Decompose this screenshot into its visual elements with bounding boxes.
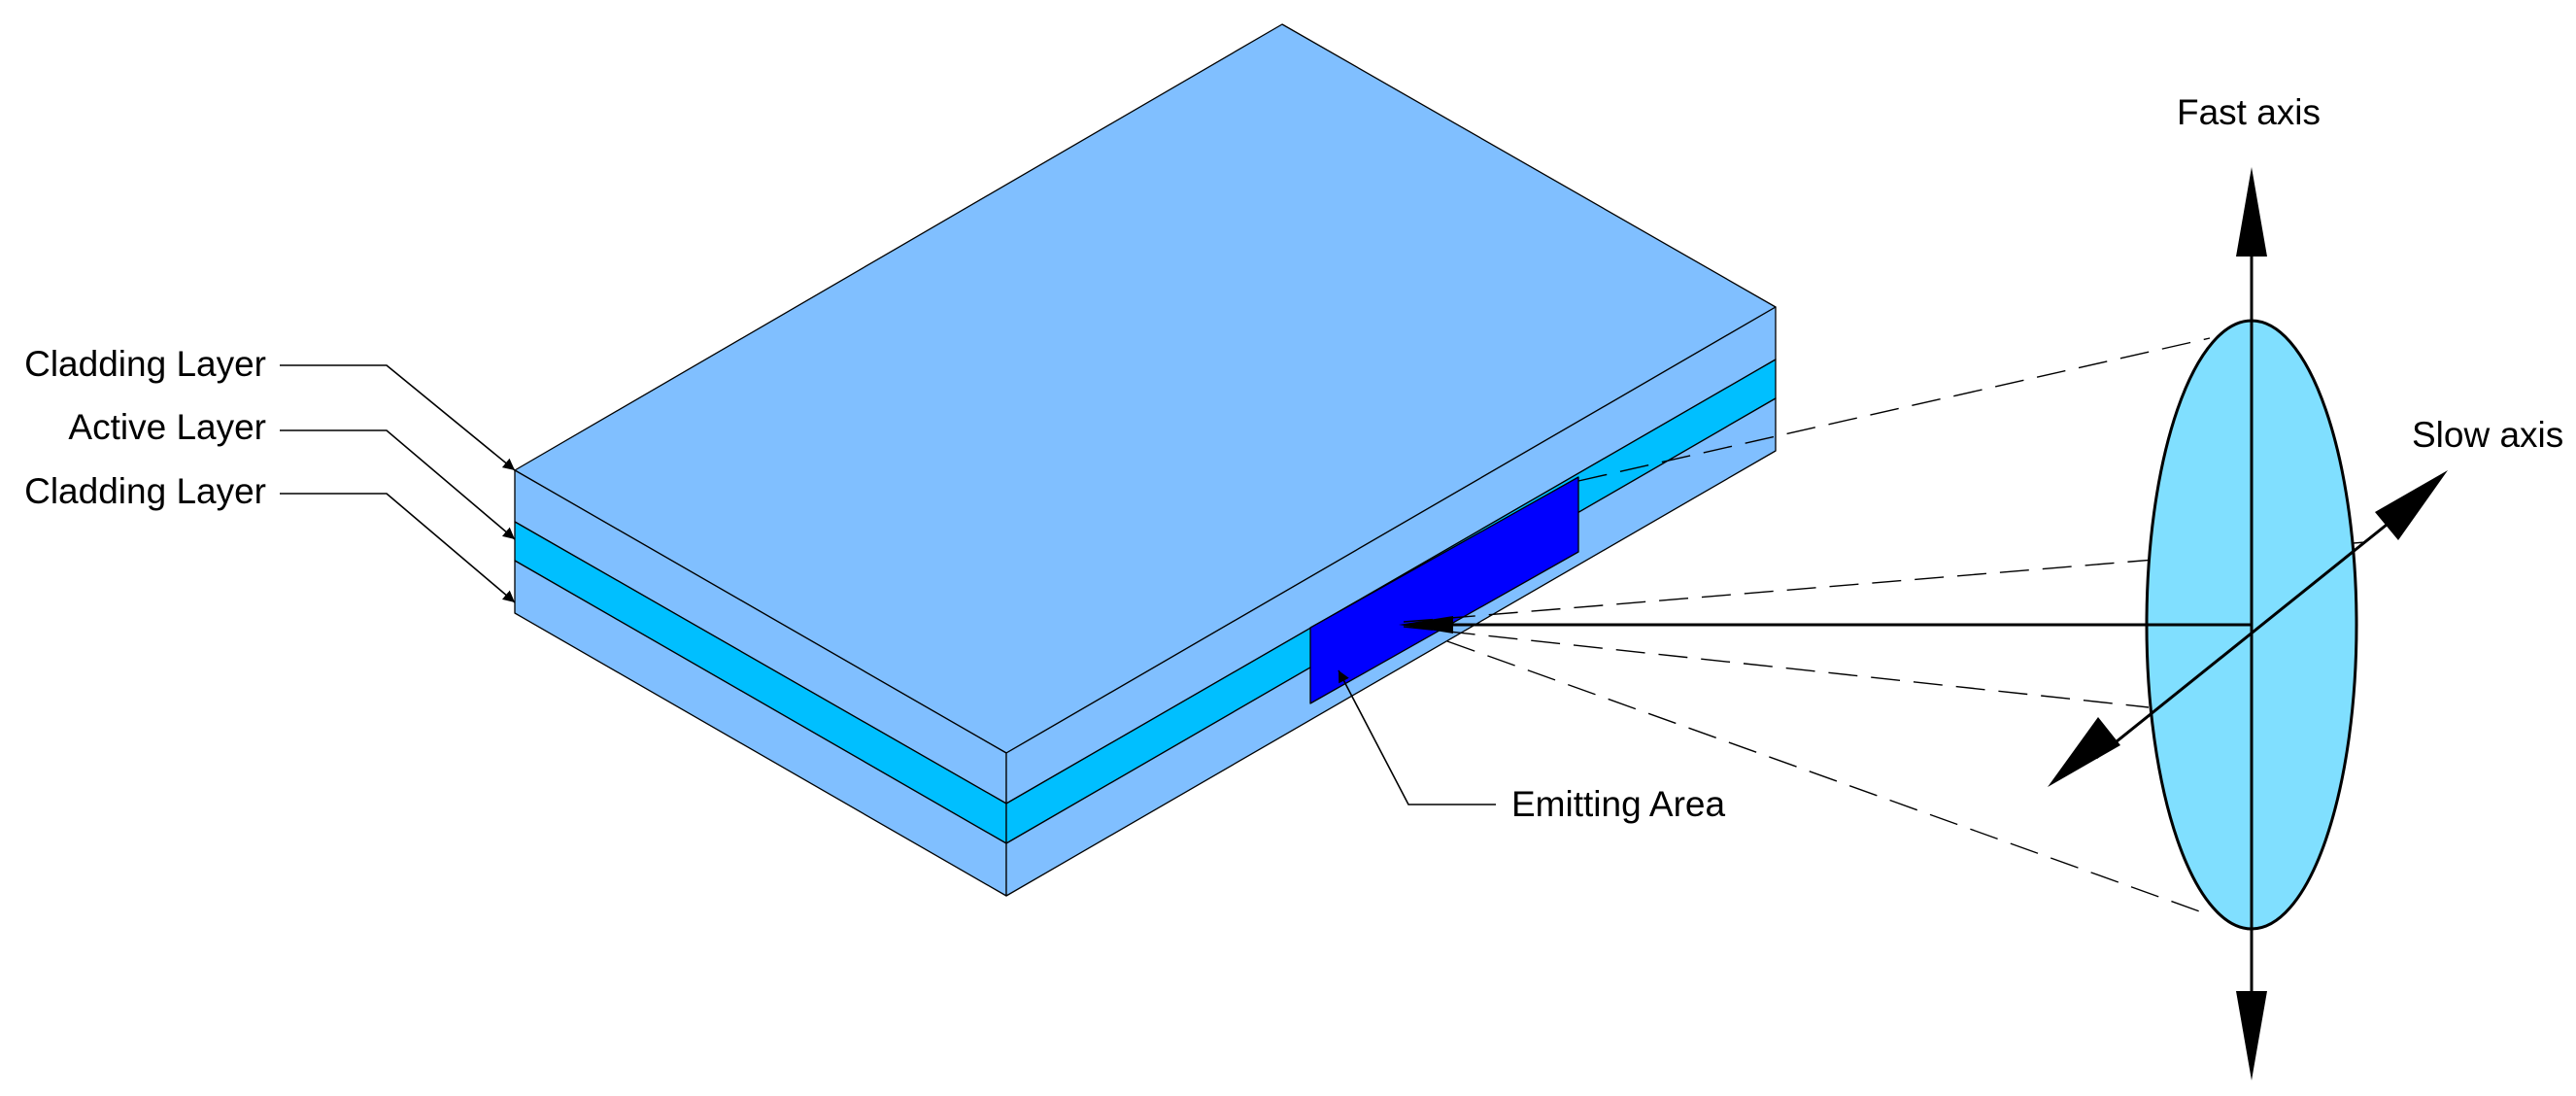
label-active-layer: Active Layer [68, 407, 266, 447]
emitting-area [1309, 476, 1579, 704]
leader-emitting-area [1338, 669, 1496, 805]
label-cladding-layer-top: Cladding Layer [24, 344, 266, 384]
laser-chip [514, 23, 1777, 897]
leader-cladding-layer-top [280, 364, 516, 471]
fast-axis-arrowhead-up [2236, 167, 2267, 257]
label-slow-axis: Slow axis [2412, 415, 2563, 455]
label-cladding-layer-bottom: Cladding Layer [24, 471, 266, 511]
beam-axes [1399, 167, 2448, 1080]
label-emitting-area: Emitting Area [1511, 784, 1725, 824]
slow-axis-arrowhead-lower [2048, 717, 2120, 787]
beam-divergence-lines [1403, 337, 2366, 914]
optical-axis-arrowhead [1399, 616, 1453, 634]
fast-axis-arrowhead-down [2236, 991, 2267, 1080]
slow-axis-arrowhead-upper [2375, 470, 2448, 540]
layer-callouts: Cladding Layer Active Layer Cladding Lay… [24, 92, 2563, 824]
leader-cladding-layer-bottom [280, 493, 516, 603]
leader-active-layer [280, 429, 516, 540]
slow-axis-arrow [2095, 511, 2402, 760]
label-fast-axis: Fast axis [2177, 92, 2321, 132]
